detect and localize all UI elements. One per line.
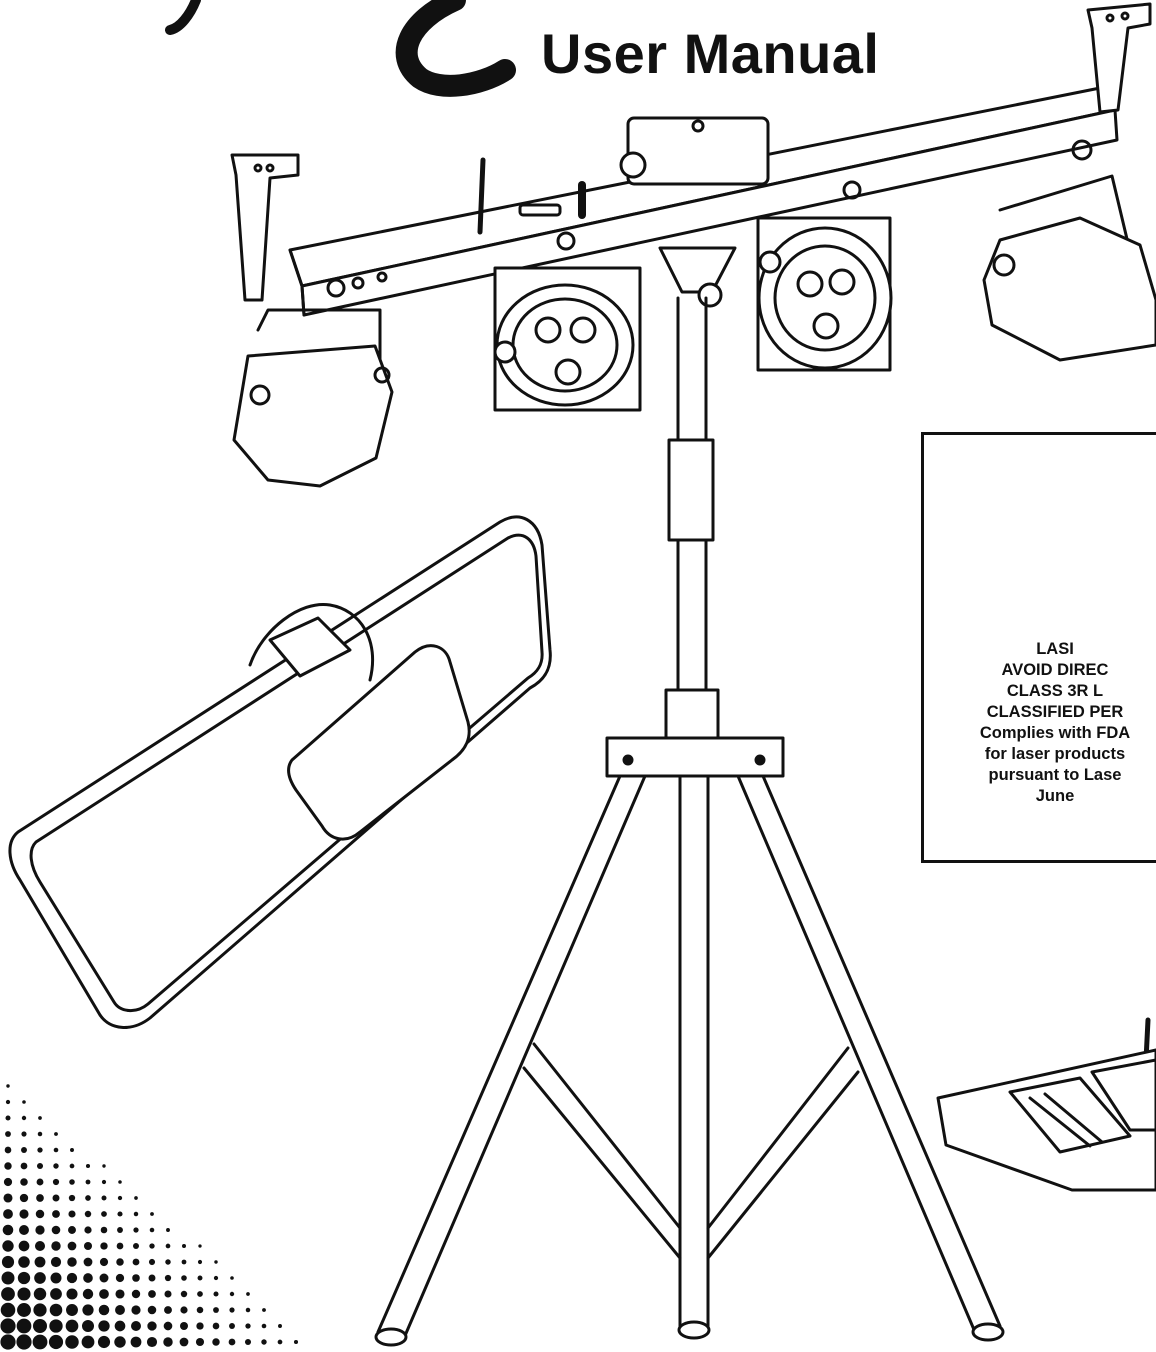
laser-warning-text: LASI AVOID DIREC CLASS 3R L CLASSIFIED P… bbox=[924, 639, 1156, 807]
foot-controller bbox=[936, 1017, 1156, 1192]
halftone-pattern bbox=[0, 1084, 299, 1350]
par-light-right bbox=[756, 216, 893, 372]
carry-bag bbox=[8, 515, 552, 1029]
warning-line: CLASS 3R L bbox=[1006, 682, 1104, 700]
warning-line: Complies with FDA bbox=[979, 724, 1131, 742]
light-bar bbox=[230, 2, 1152, 317]
tripod-stand bbox=[374, 246, 1005, 1347]
warning-line: LASI bbox=[1036, 640, 1074, 658]
logo-fragment bbox=[165, 0, 516, 97]
laser-warning-label: LASI AVOID DIREC CLASS 3R L CLASSIFIED P… bbox=[921, 432, 1156, 863]
warning-line: AVOID DIREC bbox=[1001, 661, 1109, 679]
warning-line: June bbox=[1035, 787, 1075, 805]
derby-light-right bbox=[982, 174, 1156, 362]
warning-line: for laser products bbox=[984, 745, 1126, 763]
par-light-left bbox=[493, 266, 642, 412]
derby-light-left bbox=[232, 308, 394, 488]
warning-line: pursuant to Lase bbox=[988, 766, 1122, 784]
warning-line: CLASSIFIED PER bbox=[986, 703, 1124, 721]
page-title: User Manual bbox=[541, 22, 880, 85]
